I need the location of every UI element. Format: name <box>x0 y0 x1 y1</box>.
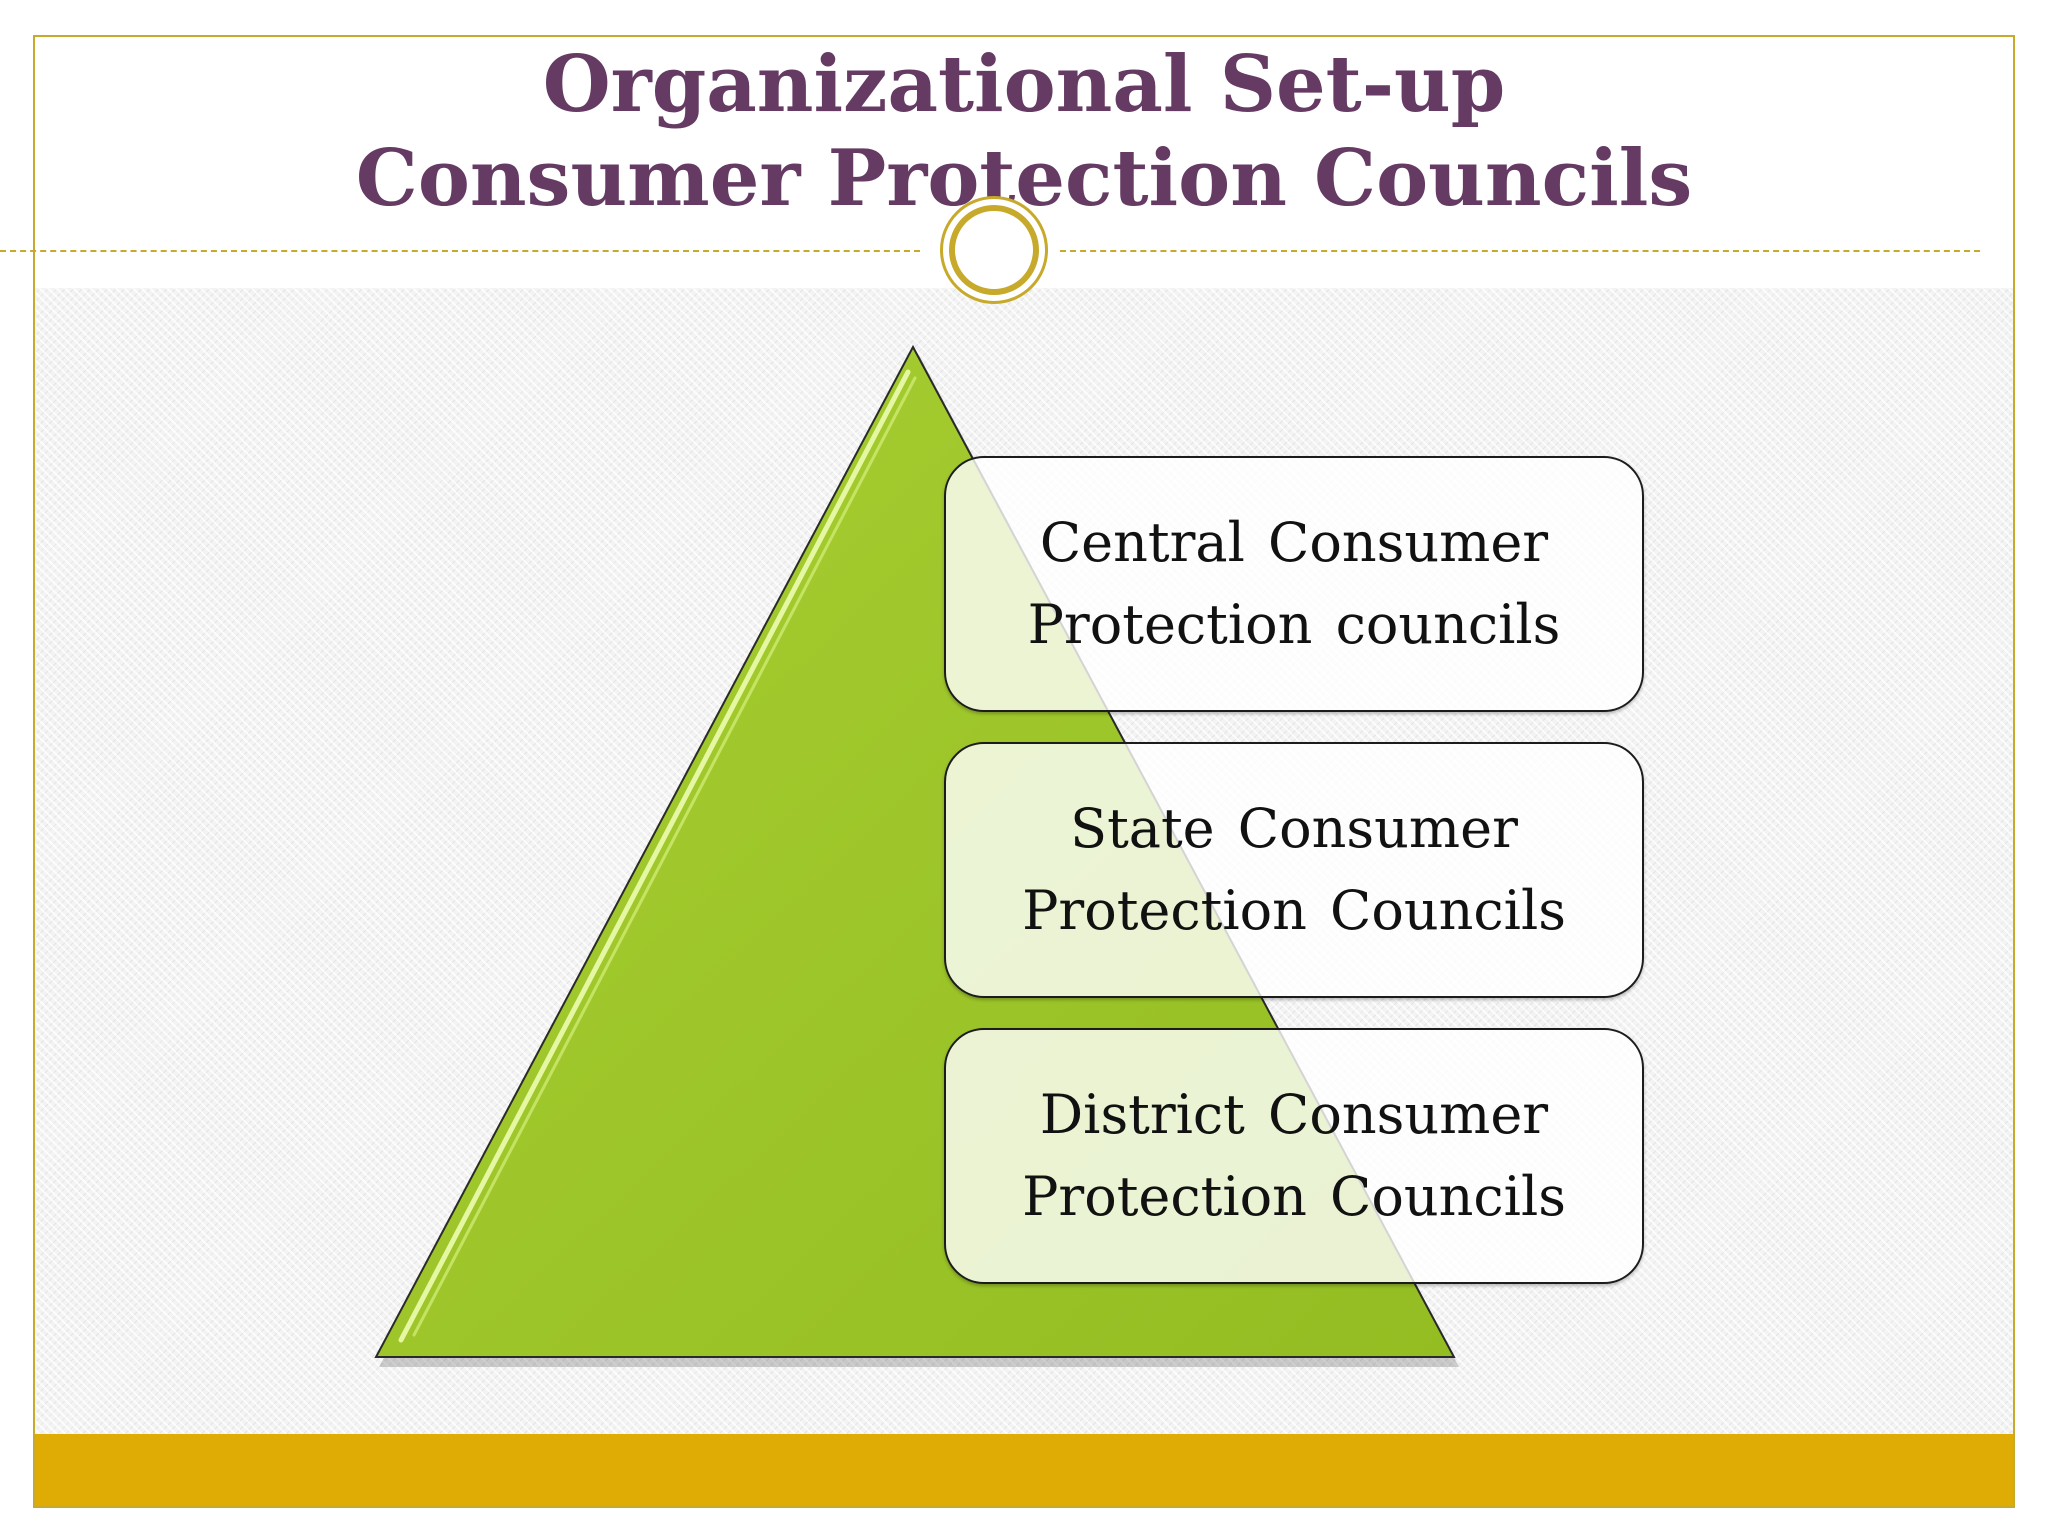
pyramid-level-state-label: State Consumer Protection Councils <box>1022 797 1566 942</box>
pyramid-level-state: State Consumer Protection Councils <box>944 742 1644 998</box>
title-divider-right <box>1060 250 1980 252</box>
pyramid-level-central: Central Consumer Protection councils <box>944 456 1644 712</box>
circle-ornament-icon <box>940 196 1048 304</box>
title-divider-left <box>0 250 920 252</box>
slide-title-line-1: Organizational Set-up <box>542 39 1506 130</box>
slide-title: Organizational Set-up Consumer Protectio… <box>0 38 2048 226</box>
pyramid-level-district: District Consumer Protection Councils <box>944 1028 1644 1284</box>
pyramid-level-central-label: Central Consumer Protection councils <box>1027 511 1561 656</box>
pyramid-level-district-label: District Consumer Protection Councils <box>1022 1083 1566 1228</box>
footer-band <box>35 1434 2013 1506</box>
